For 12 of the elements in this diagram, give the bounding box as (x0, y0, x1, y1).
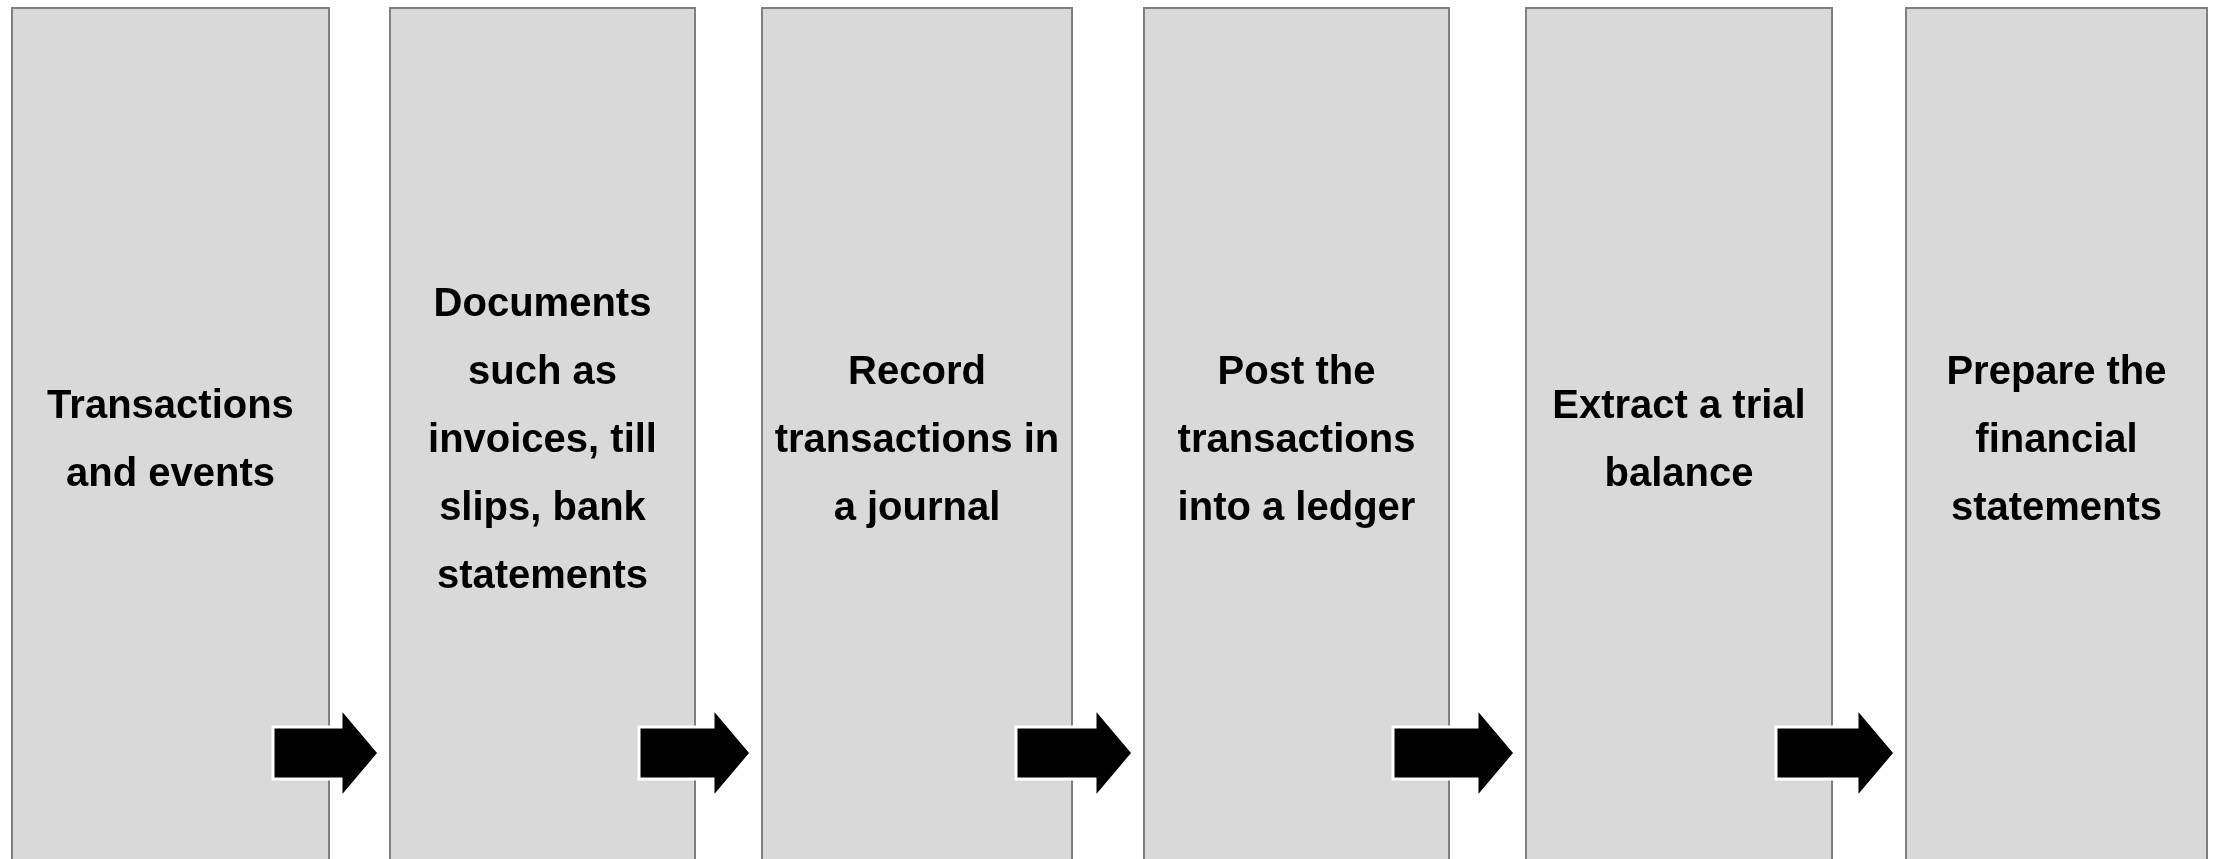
process-box (11, 7, 330, 859)
process-box (389, 7, 696, 859)
step-label: Documents such as invoices, till slips, bank statements (427, 279, 658, 598)
process-box (761, 7, 1073, 859)
process-box (1905, 7, 2208, 859)
step-label: Prepare the financial statements (1945, 347, 2168, 530)
step-label: Post the transactions into a ledger (1176, 347, 1417, 530)
step-label: Transactions and events (46, 381, 295, 496)
step-label: Record transactions in a journal (773, 347, 1061, 530)
process-box (1525, 7, 1833, 859)
process-box (1143, 7, 1450, 859)
step-label: Extract a trial balance (1551, 381, 1807, 496)
